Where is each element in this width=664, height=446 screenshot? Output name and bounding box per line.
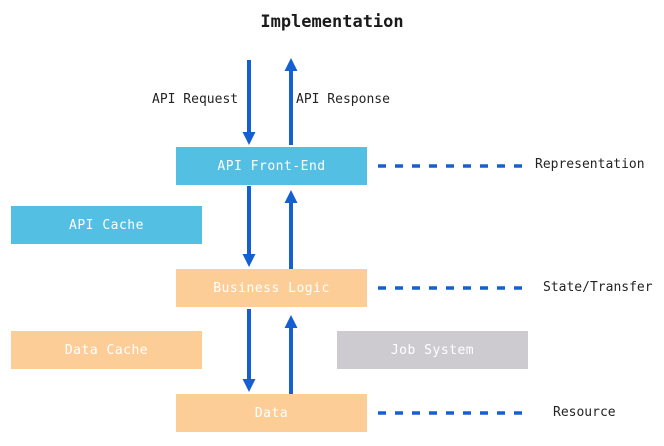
box-data[interactable]: Data	[176, 394, 367, 432]
page-title: Implementation	[260, 12, 404, 32]
box-data-cache[interactable]: Data Cache	[11, 331, 202, 369]
box-api-cache[interactable]: API Cache	[11, 206, 202, 244]
box-label: API Front-End	[217, 158, 326, 174]
arrow-request-in	[242, 60, 256, 145]
side-label-representation: Representation	[535, 157, 645, 172]
box-label: Job System	[390, 342, 475, 358]
arrow-front-to-logic	[242, 186, 256, 267]
side-label-state-transfer: State/Transfer	[543, 280, 653, 295]
box-label: Business Logic	[213, 280, 330, 296]
box-business-logic[interactable]: Business Logic	[176, 269, 367, 307]
box-label: Data Cache	[64, 342, 149, 358]
flow-label-api-response: API Response	[296, 92, 390, 107]
side-label-resource: Resource	[553, 405, 616, 420]
box-label: API Cache	[69, 217, 144, 233]
arrow-logic-to-data	[242, 309, 256, 392]
box-api-front-end[interactable]: API Front-End	[176, 147, 367, 185]
box-label: Data	[254, 405, 289, 421]
box-job-system[interactable]: Job System	[337, 331, 528, 369]
flow-label-api-request: API Request	[152, 92, 239, 107]
